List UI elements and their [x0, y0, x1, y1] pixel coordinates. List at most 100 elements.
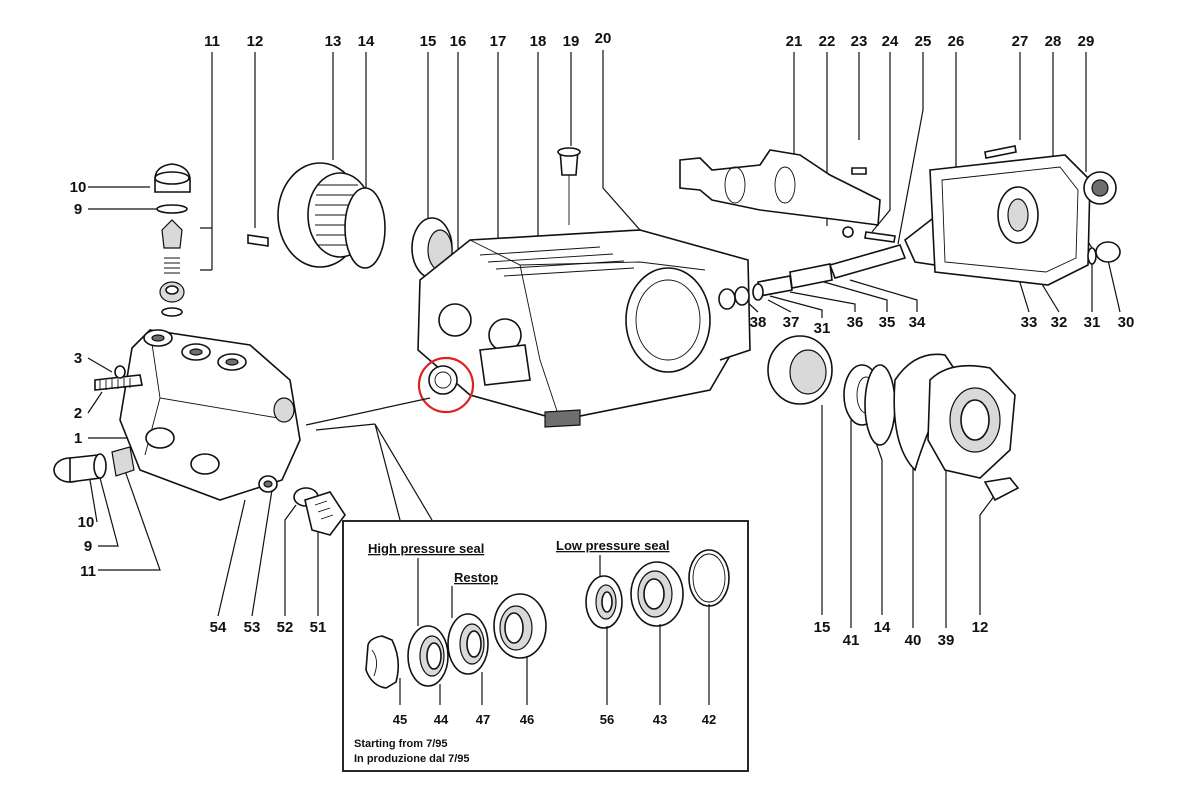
label-34: 34	[909, 314, 926, 331]
label-10-bottom: 10	[78, 514, 95, 531]
label-46: 46	[520, 712, 534, 727]
leader-11-bottom	[98, 467, 161, 571]
valve-stack	[154, 163, 191, 317]
label-27: 27	[1012, 33, 1029, 50]
label-12-top: 12	[247, 33, 264, 50]
label-19: 19	[563, 33, 580, 50]
leader-2	[87, 391, 103, 414]
seal-37	[734, 286, 750, 306]
label-36: 36	[847, 314, 864, 331]
note-starting-from: Starting from 7/95	[354, 738, 448, 750]
manifold-head	[94, 329, 301, 501]
label-9-top: 9	[74, 201, 82, 218]
leader-36	[789, 291, 856, 312]
leader-34	[849, 279, 918, 312]
right-labels: 30 31 32 33 34 35 36 31 37 38	[744, 231, 1135, 337]
crankshaft-21	[679, 149, 881, 226]
valve-seal	[161, 307, 183, 317]
label-16: 16	[450, 33, 467, 50]
valve-spring	[164, 257, 180, 274]
label-15-bottom: 15	[814, 619, 831, 636]
key-23	[851, 167, 867, 175]
label-25: 25	[915, 33, 932, 50]
label-14-bottom: 14	[874, 619, 891, 636]
label-13: 13	[325, 33, 342, 50]
label-3: 3	[74, 350, 82, 367]
crankcase	[417, 147, 751, 428]
label-52: 52	[277, 619, 294, 636]
oring-9-bottom	[93, 453, 107, 479]
leader-10-bottom	[89, 479, 98, 523]
label-42: 42	[702, 712, 716, 727]
note-in-produzione: In produzione dal 7/95	[354, 753, 470, 765]
plunger-17	[479, 344, 531, 386]
screw-12-top	[247, 234, 269, 247]
leader-12-bottom	[979, 494, 996, 615]
valve-cage	[161, 219, 183, 249]
label-54: 54	[210, 619, 227, 636]
leader-37	[767, 299, 792, 313]
screw-27	[984, 145, 1017, 159]
left-labels: 10 9 3 2 1 10 9 11 54 53 52 51	[70, 179, 327, 636]
leader-35	[809, 277, 888, 312]
oring-14-bottom	[864, 364, 896, 446]
leader-3	[87, 357, 113, 373]
label-41: 41	[843, 632, 860, 649]
inset-callout-lines	[305, 397, 433, 521]
outlet-fitting	[273, 397, 295, 423]
label-23: 23	[851, 33, 868, 50]
highlighted-seal	[428, 365, 458, 395]
label-29: 29	[1078, 33, 1095, 50]
label-35: 35	[879, 314, 896, 331]
split-ring-45	[365, 635, 400, 689]
washer-31	[752, 283, 764, 301]
leader-52	[284, 504, 297, 616]
label-33: 33	[1021, 314, 1038, 331]
label-22: 22	[819, 33, 836, 50]
leader-54	[217, 499, 246, 617]
heading-low-pressure-seal: Low pressure seal	[556, 538, 669, 553]
label-51: 51	[310, 619, 327, 636]
leader-11	[200, 52, 213, 271]
valve-11-bottom	[111, 446, 135, 477]
label-31-right: 31	[1084, 314, 1101, 331]
leader-9-bottom	[98, 477, 119, 547]
leader-53	[251, 489, 273, 617]
label-31-mid: 31	[814, 320, 831, 337]
lower-plugs	[53, 446, 346, 536]
pin-24	[864, 231, 896, 243]
label-17: 17	[490, 33, 507, 50]
front-parts	[247, 162, 453, 279]
label-26: 26	[948, 33, 965, 50]
label-18: 18	[530, 33, 547, 50]
label-11-bottom: 11	[80, 563, 96, 580]
inset-frame	[342, 520, 749, 772]
label-38: 38	[750, 314, 767, 331]
label-2: 2	[74, 405, 82, 422]
seal-inset: High pressure seal Restop Low pressure s…	[342, 520, 749, 772]
label-9-bottom: 9	[84, 538, 92, 555]
label-28: 28	[1045, 33, 1062, 50]
leader-25	[897, 52, 924, 245]
top-labels: 11 12 13 14 15 16 17 18 19 20 21 22 23 2…	[200, 30, 1094, 330]
label-24: 24	[882, 33, 899, 50]
label-1: 1	[74, 430, 82, 447]
crankcase-bore	[625, 267, 711, 373]
leader-14-bottom	[867, 419, 883, 615]
label-37: 37	[783, 314, 800, 331]
label-30: 30	[1118, 314, 1135, 331]
label-47: 47	[476, 712, 490, 727]
heading-high-pressure-seal: High pressure seal	[368, 541, 484, 556]
leader-20	[602, 50, 641, 231]
piston-guide-34	[828, 244, 907, 279]
label-21: 21	[786, 33, 803, 50]
plug-51	[304, 491, 346, 536]
leader-31-mid	[769, 295, 823, 318]
label-20: 20	[595, 30, 612, 47]
pin-22	[842, 226, 854, 238]
label-53: 53	[244, 619, 261, 636]
label-44: 44	[434, 712, 449, 727]
label-32: 32	[1051, 314, 1068, 331]
label-43: 43	[653, 712, 667, 727]
